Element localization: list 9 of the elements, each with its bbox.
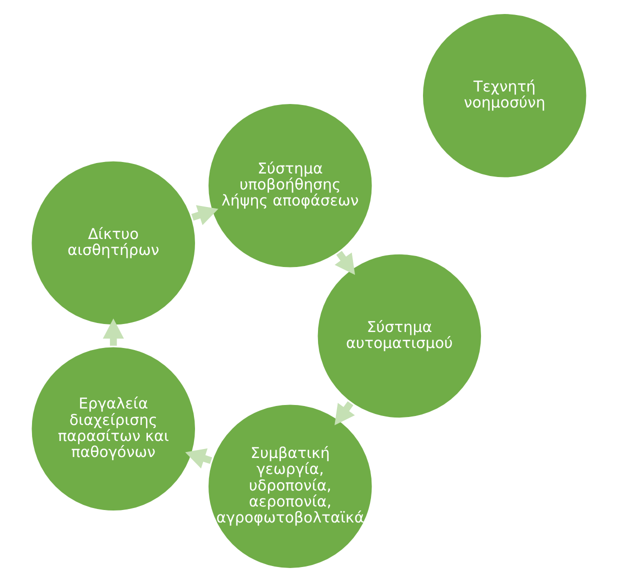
arrow (334, 401, 354, 426)
arrow (334, 250, 355, 275)
arrow (184, 448, 212, 468)
node-circle: Τεχνητή νοημοσύνη (420, 12, 588, 180)
arrow (190, 205, 218, 226)
arrow (102, 318, 124, 346)
node-circle: Εργαλεία διαχείρισης παρασίτων και παθογόνων (28, 344, 197, 513)
node-circle: Σύστημα υποβοήθησης λήψης αποφάσεων (206, 102, 374, 270)
node-circle: Δίκτυο αισθητήρων (28, 159, 197, 327)
